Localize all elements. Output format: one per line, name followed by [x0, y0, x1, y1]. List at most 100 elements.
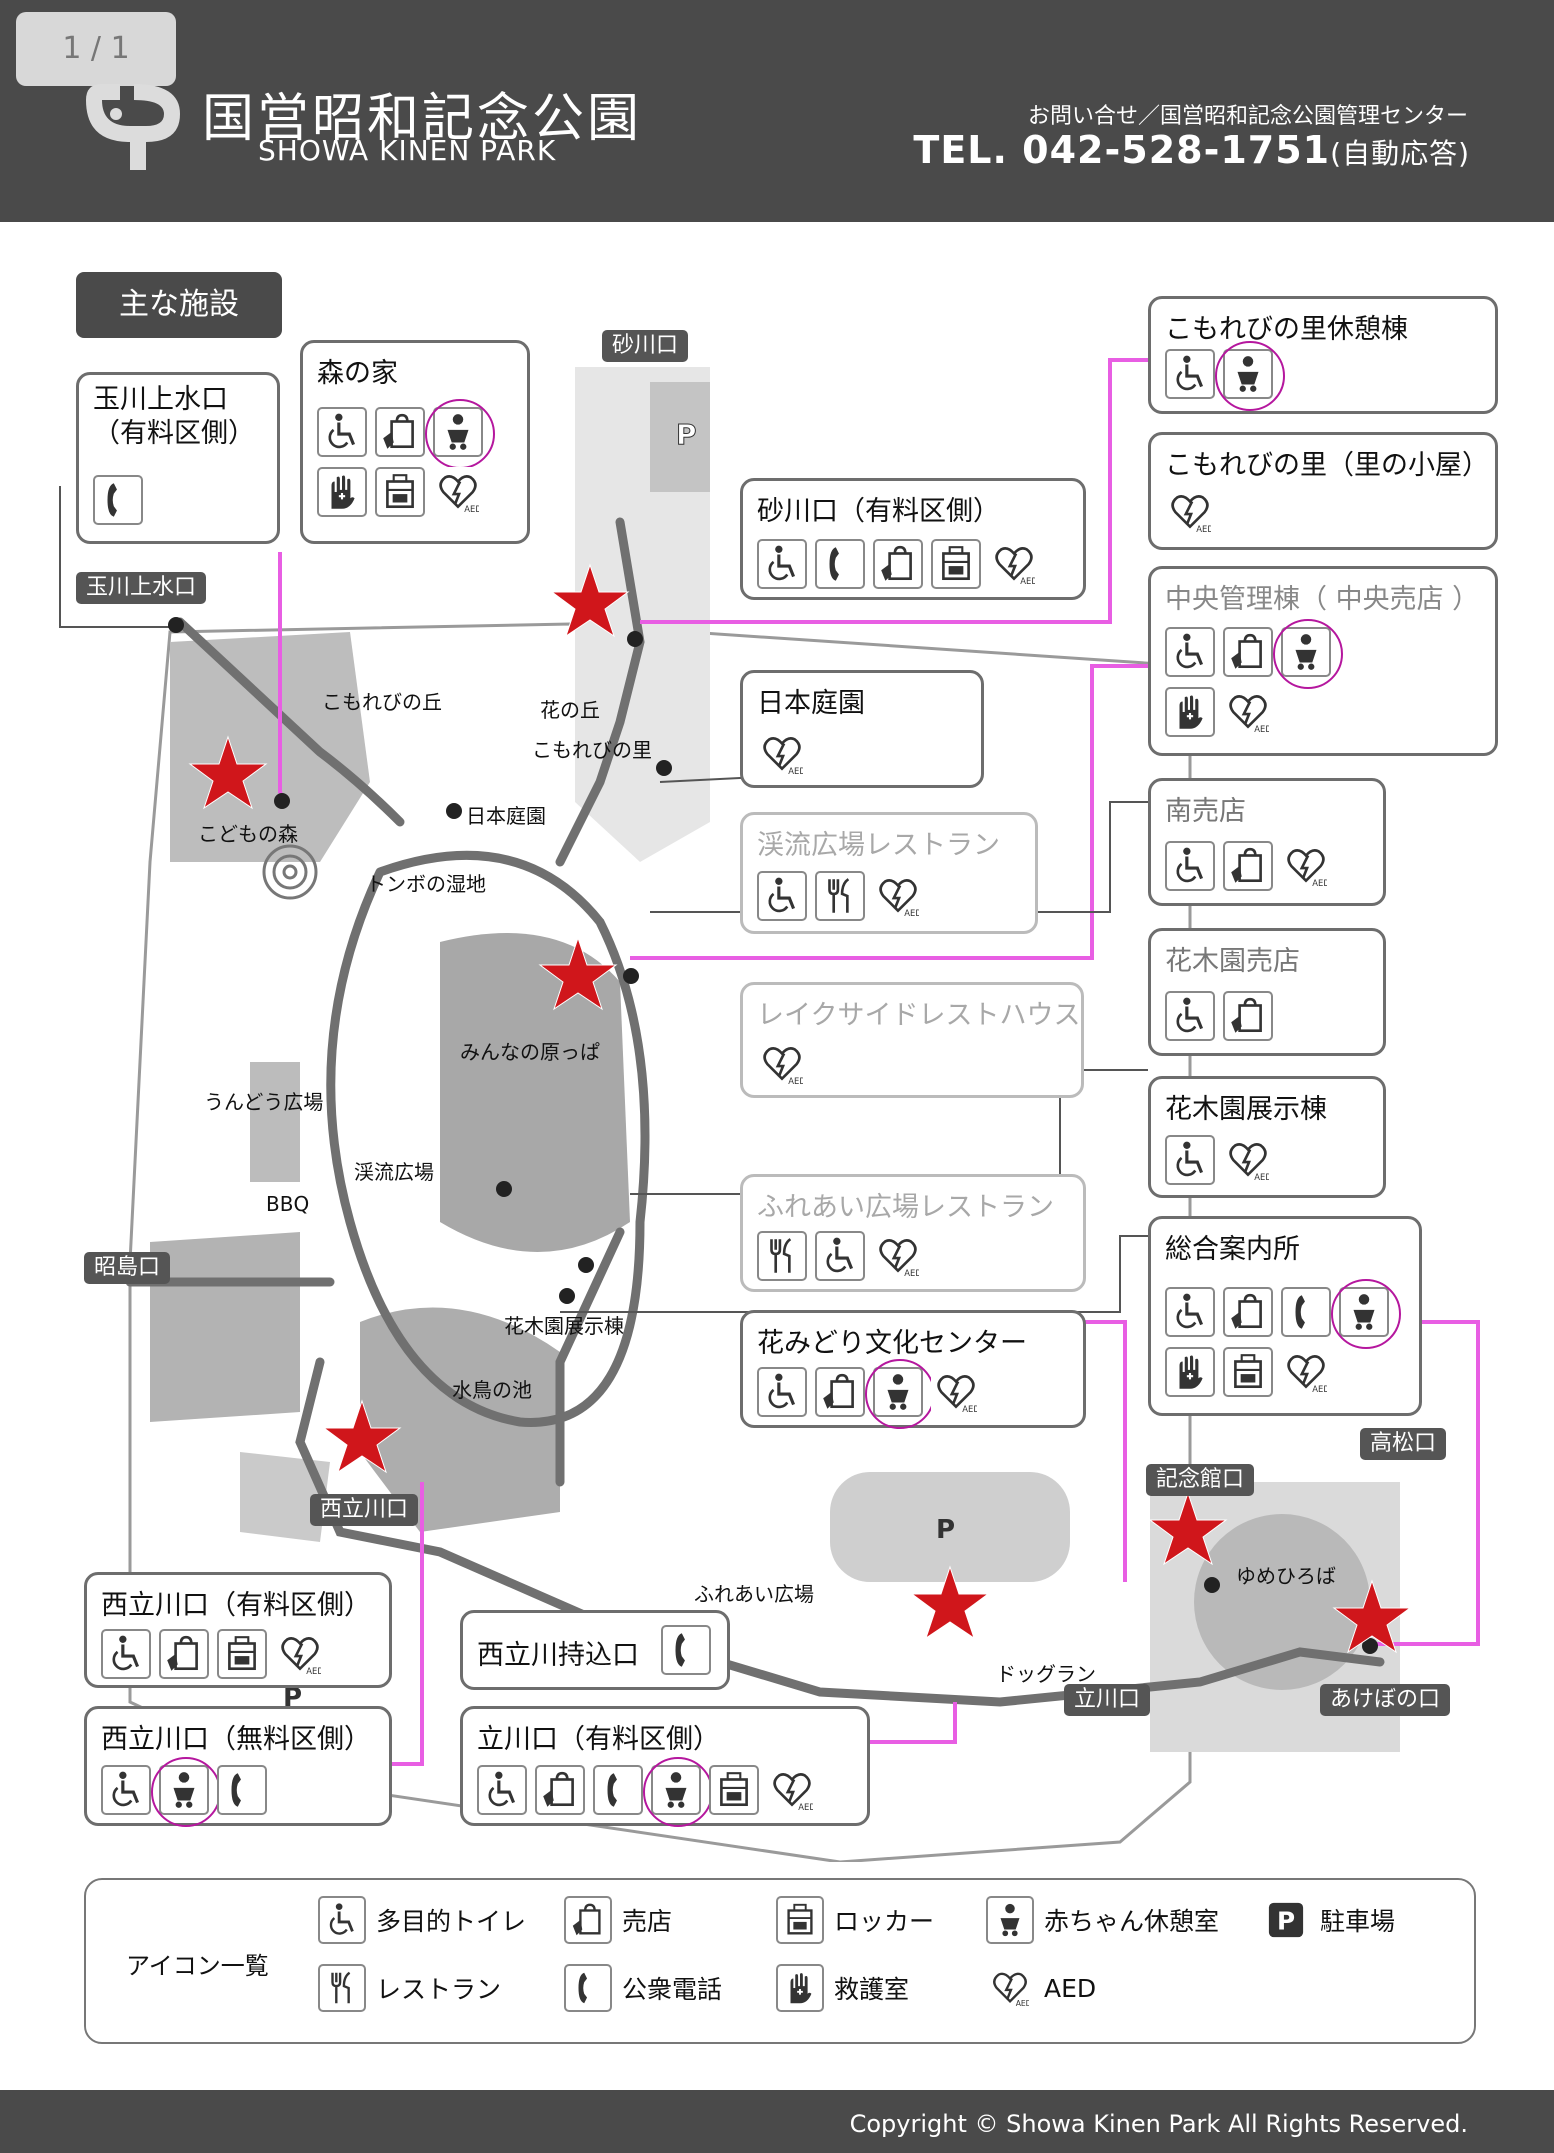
svg-text:AED: AED	[962, 1404, 977, 1413]
label-minna-harappa: みんなの原っぱ	[460, 1040, 600, 1064]
label-yume-hiroba: ゆめひろば	[1236, 1564, 1336, 1588]
facility-name: 砂川口（有料区側）	[757, 496, 1000, 527]
gate-takamatsu: 高松口	[1360, 1428, 1447, 1460]
facility-icons: AED	[757, 871, 923, 921]
baby-icon	[643, 1757, 713, 1827]
facility-name: 花木園売店	[1165, 946, 1300, 977]
locker-icon	[217, 1629, 267, 1679]
label-kodomo-mori: こどもの森	[198, 822, 298, 846]
phone-icon	[815, 539, 865, 589]
park-boundary	[128, 622, 1192, 1862]
svg-text:AED: AED	[1312, 878, 1327, 887]
facility-nishi-mochikomi: 西立川持込口	[460, 1610, 730, 1690]
facility-nishi-muryo: 西立川口（無料区側）	[84, 1706, 392, 1827]
facility-icons: AED	[1165, 841, 1331, 891]
park-name-en: SHOWA KINEN PARK	[258, 134, 557, 167]
label-komorebi-sato: こもれびの里	[532, 738, 652, 762]
star-akebono	[1332, 1579, 1412, 1654]
facility-fureai-restaurant: ふれあい広場レストラン AED	[740, 1174, 1086, 1292]
legend-label: 駐車場	[1320, 1907, 1396, 1936]
facility-mori: 森の家 AED	[300, 340, 530, 544]
map-spiral-icon	[262, 844, 318, 900]
facility-icons: AED	[1165, 1279, 1415, 1397]
facility-icons: AED	[1165, 487, 1215, 537]
facility-icons: AED	[757, 1359, 981, 1429]
legend-label: 多目的トイレ	[376, 1907, 527, 1936]
map-parking-mark-center: P	[936, 1515, 955, 1545]
facility-icons: AED	[757, 1039, 807, 1089]
label-bbq: BBQ	[266, 1192, 310, 1216]
legend-title: アイコン一覧	[126, 1952, 269, 1980]
svg-text:AED: AED	[1312, 1384, 1327, 1393]
tel-number: TEL. 042-528-1751(自動応答)	[913, 128, 1470, 172]
shop-icon	[1223, 841, 1273, 891]
legend-label: 売店	[622, 1907, 673, 1936]
star-tachikawa	[910, 1565, 990, 1640]
section-title: 主な施設	[76, 272, 282, 338]
facility-name: ふれあい広場レストラン	[757, 1192, 1054, 1223]
aed-icon: AED	[433, 467, 483, 517]
locker-icon	[931, 539, 981, 589]
svg-text:AED: AED	[798, 1802, 813, 1811]
label-hana-no-oka: 花の丘	[540, 698, 600, 722]
facility-chuo: 中央管理棟（ 中央売店 ） AED	[1148, 566, 1498, 756]
phone-icon	[593, 1765, 643, 1815]
aed-icon: AED	[989, 539, 1039, 589]
phone-icon	[661, 1625, 711, 1675]
legend-label: ロッカー	[834, 1907, 935, 1936]
facility-kaboku-baiten: 花木園売店	[1148, 928, 1386, 1056]
park-logo-icon	[80, 80, 184, 176]
baby-icon	[151, 1757, 221, 1827]
wheelchair-icon	[477, 1765, 527, 1815]
baby-icon	[1215, 341, 1285, 411]
facility-name: 西立川口（無料区側）	[101, 1724, 371, 1755]
contact-label: お問い合せ／国営昭和記念公園管理センター	[1027, 104, 1468, 129]
star-harappa	[538, 936, 618, 1011]
aed-icon: AED	[873, 1231, 923, 1281]
footer-bar: Copyright © Showa Kinen Park All Rights …	[0, 2090, 1554, 2153]
legend-label: レストラン	[376, 1975, 502, 2004]
phone-icon	[1281, 1287, 1331, 1337]
svg-text:AED: AED	[1020, 576, 1035, 585]
legend-item: 公衆電話	[564, 1964, 722, 2012]
legend-item: 売店	[564, 1896, 672, 1944]
facility-name: レイクサイドレストハウス	[757, 1000, 1081, 1031]
wheelchair-icon	[317, 407, 367, 457]
tel-note: (自動応答)	[1330, 137, 1470, 170]
facility-name: こもれびの里（里の小屋）	[1165, 450, 1489, 481]
wheelchair-icon	[1165, 841, 1215, 891]
facility-icons	[1165, 991, 1273, 1041]
first-aid-icon	[1165, 1347, 1215, 1397]
facility-hanamidori: 花みどり文化センター AED	[740, 1310, 1086, 1429]
shop-icon	[873, 539, 923, 589]
facility-name: 西立川口（有料区側）	[101, 1590, 371, 1621]
gate-akebono: あけぼの口	[1320, 1684, 1451, 1716]
aed-icon: AED	[757, 729, 807, 779]
copyright-text: Copyright © Showa Kinen Park All Rights …	[849, 2110, 1468, 2138]
facility-icons	[661, 1625, 711, 1675]
facility-name: 日本庭園	[757, 688, 865, 719]
star-sunagawa	[550, 563, 630, 638]
map-red-stars	[188, 563, 1412, 1654]
header-bar: 1 / 1 国営昭和記念公園 SHOWA KINEN PARK お問い合せ／国営…	[0, 0, 1554, 222]
facility-icons	[93, 475, 143, 525]
facility-icons: AED	[317, 399, 517, 517]
facility-nishi-yuryo: 西立川口（有料区側） AED	[84, 1572, 392, 1688]
legend-item: 多目的トイレ	[318, 1896, 526, 1944]
baby-icon	[1273, 619, 1343, 689]
restaurant-icon	[757, 1231, 807, 1281]
facility-name: 渓流広場レストラン	[757, 830, 1000, 861]
aed-icon: AED	[986, 1964, 1034, 2012]
gate-sunagawa: 砂川口	[602, 330, 689, 362]
star-nishitachikawa	[322, 1399, 402, 1474]
facility-name: 総合案内所	[1165, 1234, 1300, 1265]
map-parking-mark-top: P	[676, 418, 697, 451]
facility-icons: AED	[101, 1629, 325, 1679]
facility-name: 立川口（有料区側）	[477, 1724, 720, 1755]
map-connector-lines	[278, 358, 1480, 1766]
locker-icon	[1223, 1347, 1273, 1397]
label-dog-run: ドッグラン	[996, 1662, 1096, 1686]
facility-keiryu-restaurant: 渓流広場レストラン AED	[740, 812, 1038, 934]
map-parking-mark-west: P	[283, 1683, 302, 1713]
